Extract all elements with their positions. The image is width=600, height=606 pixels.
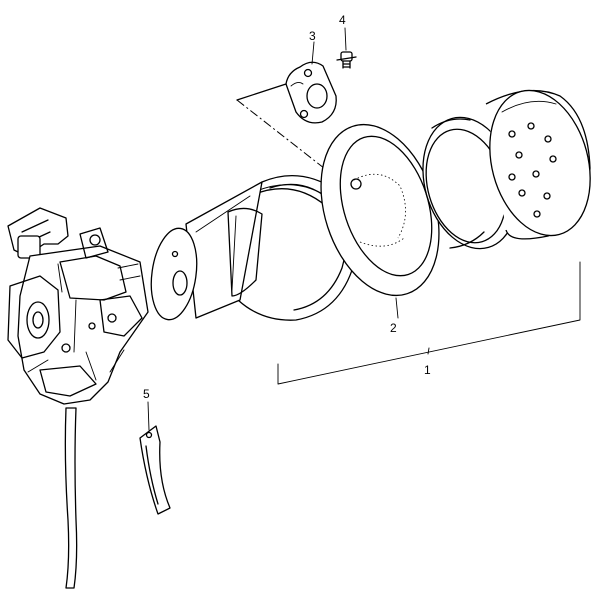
part-plate bbox=[320, 123, 440, 297]
vent-holes bbox=[508, 122, 557, 218]
part-gasket bbox=[285, 61, 337, 124]
callout-3: 3 bbox=[309, 29, 316, 43]
leader-lines bbox=[147, 27, 581, 431]
part-strap bbox=[139, 425, 171, 515]
callout-2: 2 bbox=[390, 321, 397, 335]
callout-5: 5 bbox=[143, 387, 150, 401]
callout-4: 4 bbox=[339, 13, 346, 27]
part-cover bbox=[485, 89, 591, 240]
part-bolt bbox=[336, 51, 357, 69]
part-carburetor bbox=[7, 207, 149, 589]
callout-1: 1 bbox=[424, 363, 431, 377]
